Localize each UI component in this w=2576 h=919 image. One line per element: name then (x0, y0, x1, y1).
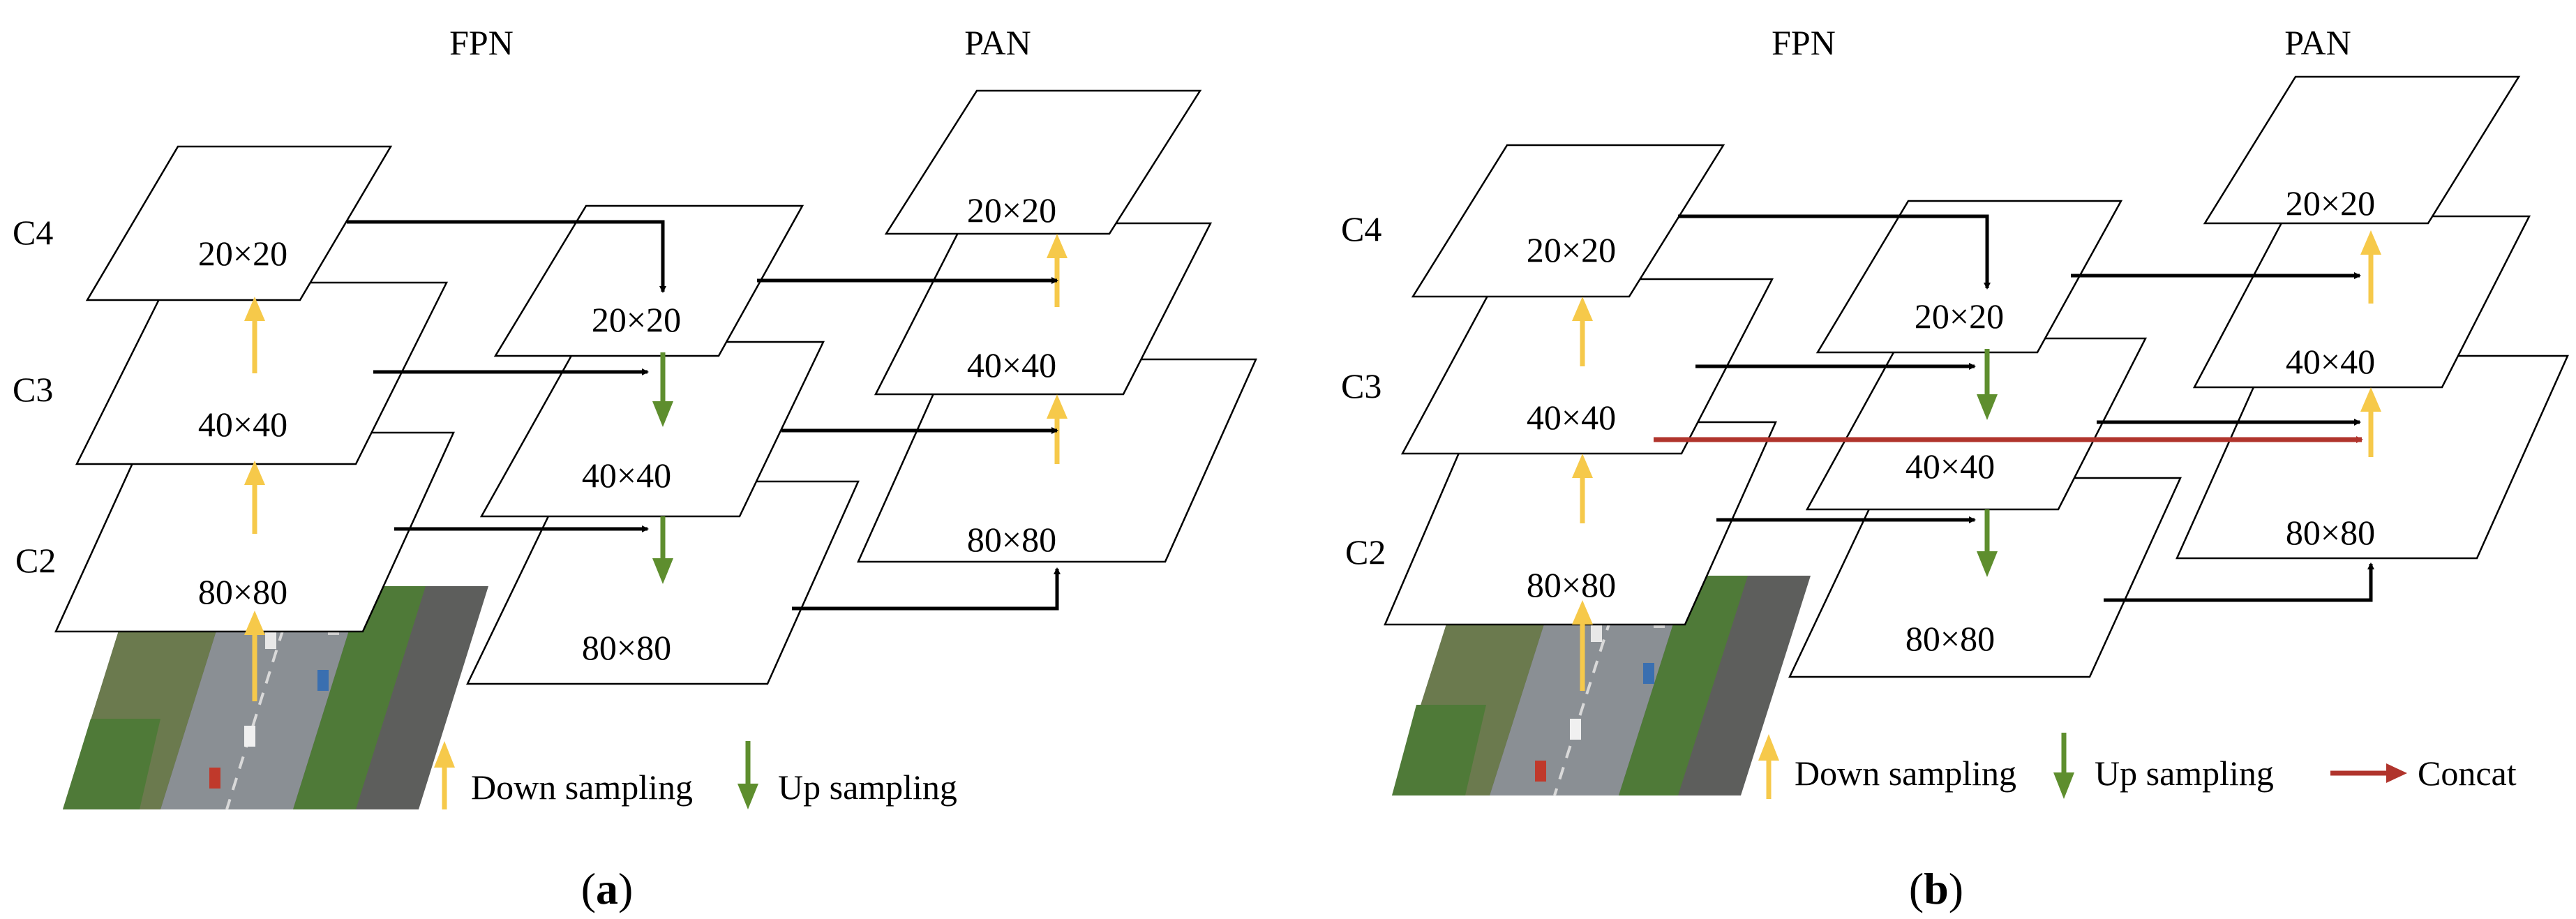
legend-down-label: Down sampling (1795, 754, 2016, 793)
down-sampling-arrow (244, 461, 265, 534)
legend: Down sampling Up sampling Concat (1758, 733, 2517, 799)
backbone-plane-c3 (75, 281, 449, 465)
backbone-size-80: 80×80 (1527, 565, 1616, 604)
pan-plane-40 (874, 222, 1213, 396)
pan-plane-40 (2192, 215, 2531, 389)
backbone-plane-c4 (1411, 144, 1725, 298)
down-sampling-arrow (244, 297, 265, 373)
down-sampling-legend-icon (1758, 734, 1779, 799)
backbone-size-40: 40×40 (1527, 398, 1616, 437)
pan-size-40: 40×40 (2286, 342, 2375, 381)
fpn-size-20: 20×20 (1915, 297, 2004, 336)
down-sampling-arrow (1047, 394, 1068, 464)
fpn-title: FPN (1772, 23, 1836, 62)
aerial-road-image (1392, 575, 1811, 796)
legend-up-label: Up sampling (778, 768, 957, 807)
down-sampling-arrow (1572, 454, 1593, 523)
pan-size-80: 80×80 (2286, 513, 2375, 552)
down-sampling-arrow (2360, 387, 2381, 457)
fpn-size-80: 80×80 (582, 628, 671, 667)
fpn-plane-20 (1815, 200, 2123, 354)
backbone-label-c3: C3 (13, 370, 53, 409)
pan-size-80: 80×80 (967, 520, 1056, 559)
backbone-size-80: 80×80 (198, 572, 287, 611)
fpn-size-80: 80×80 (1905, 619, 1995, 658)
fpn-plane-40 (479, 341, 825, 518)
fpn-size-40: 40×40 (1905, 447, 1995, 486)
down-sampling-arrow (2360, 230, 2381, 304)
legend-up-label: Up sampling (2095, 754, 2274, 793)
fpn-plane-20 (493, 204, 804, 357)
backbone-size-20: 20×20 (1527, 230, 1616, 269)
backbone-label-c3: C3 (1341, 366, 1381, 405)
lateral-arrow-c4-to-fpn20 (347, 220, 666, 293)
up-sampling-arrow (652, 352, 673, 427)
lateral-arrow-fpn80-to-pan80 (792, 567, 1061, 611)
down-sampling-arrow (1572, 297, 1593, 366)
legend-down-label: Down sampling (471, 768, 693, 807)
pan-title: PAN (964, 23, 1031, 62)
fpn-plane-40 (1805, 337, 2148, 511)
down-sampling-arrow (1572, 600, 1593, 691)
backbone-size-20: 20×20 (198, 234, 287, 273)
panel-caption-a: (a) (581, 864, 634, 913)
up-sampling-arrow (1977, 349, 1998, 420)
up-sampling-arrow (652, 516, 673, 584)
panel-caption-b: (b) (1909, 864, 1963, 913)
fpn-size-40: 40×40 (582, 456, 671, 495)
concat-legend-icon (2330, 763, 2407, 783)
pan-title: PAN (2284, 23, 2351, 62)
aerial-road-image (63, 585, 488, 810)
pan-plane-20 (2203, 75, 2521, 225)
fpn-title: FPN (449, 23, 514, 62)
backbone-size-40: 40×40 (198, 405, 287, 444)
lateral-arrow-c4-to-fpn20 (1678, 214, 1991, 290)
backbone-plane-c3 (1400, 278, 1774, 455)
up-sampling-legend-icon (2053, 733, 2074, 799)
lateral-arrow-fpn80-to-pan80 (2104, 562, 2374, 602)
backbone-label-c4: C4 (13, 213, 53, 252)
down-sampling-legend-icon (434, 741, 455, 809)
pan-size-20: 20×20 (967, 190, 1056, 230)
pan-plane-20 (884, 89, 1202, 235)
backbone-label-c2: C2 (1345, 532, 1386, 571)
panel-b: FPN PAN C4 C3 C2 20×20 40×40 80×80 20×20… (1341, 23, 2569, 913)
down-sampling-arrow (244, 611, 265, 701)
legend: Down sampling Up sampling (434, 741, 957, 809)
backbone-plane-c4 (85, 145, 393, 301)
up-sampling-arrow (1977, 509, 1998, 577)
fpn-size-20: 20×20 (592, 300, 681, 339)
pan-size-20: 20×20 (2286, 184, 2375, 223)
legend-concat-label: Concat (2418, 754, 2517, 793)
backbone-label-c4: C4 (1341, 209, 1381, 248)
fpn-plane-80 (1788, 477, 2182, 678)
panel-a: FPN PAN C4 C3 C2 20×20 40×40 80×80 20×20… (13, 23, 1257, 913)
up-sampling-legend-icon (737, 741, 758, 809)
backbone-label-c2: C2 (15, 541, 56, 580)
pan-size-40: 40×40 (967, 345, 1056, 384)
